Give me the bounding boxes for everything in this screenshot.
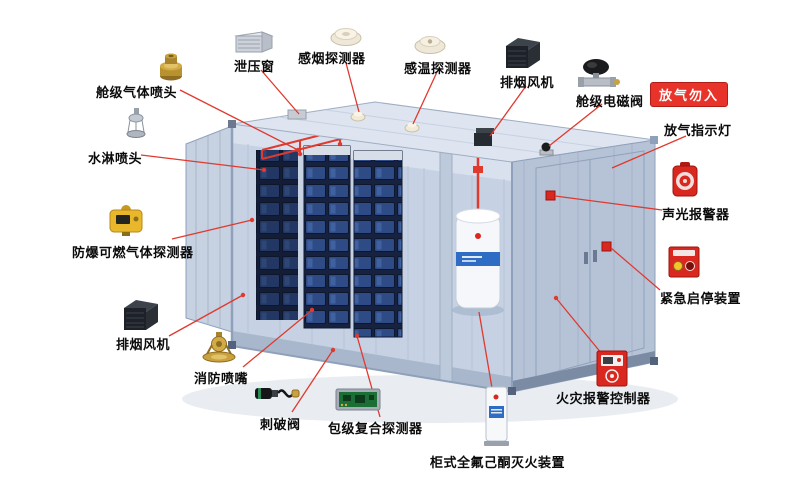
strobe-alarm-icon	[672, 162, 698, 197]
leader-line	[242, 309, 313, 368]
leader-line	[412, 71, 438, 125]
leader-line	[179, 89, 299, 151]
label-cabin-gas-nozzle: 舱级气体喷头	[96, 85, 178, 100]
leader-line	[478, 311, 493, 389]
battery-rack-back	[256, 150, 298, 320]
leader-line	[555, 297, 603, 355]
label-exhaust-fan-left: 排烟风机	[116, 337, 171, 352]
label-gas-release-indicator: 放气指示灯	[664, 123, 732, 138]
exhaust-fan-icon	[124, 300, 158, 330]
leader-line	[554, 195, 663, 211]
container-right-face	[511, 139, 656, 393]
roof-solenoid-valve	[539, 142, 554, 156]
puncture-valve-icon	[255, 388, 300, 399]
indicator-square-alarm	[545, 190, 556, 201]
label-water-spray-nozzle: 水淋喷头	[88, 151, 143, 166]
label-exhaust-fan-roof: 排烟风机	[500, 75, 555, 90]
fire-alarm-panel-icon	[596, 350, 628, 387]
roof-smoke-detector	[350, 111, 366, 122]
label-fire-nozzle: 消防喷嘴	[194, 371, 249, 386]
roof-heat-detector	[404, 122, 420, 133]
label-explosion-proof-gas-detector: 防爆可燃气体探测器	[72, 245, 194, 260]
label-pressure-relief-window: 泄压窗	[234, 59, 275, 74]
roof-exhaust-fan	[474, 128, 494, 146]
open-left-door	[185, 125, 233, 333]
brass-nozzle-icon	[160, 53, 182, 81]
leader-line	[489, 85, 527, 137]
leader-line	[291, 349, 334, 413]
louver-window-icon	[234, 31, 274, 53]
pcb-detector-icon	[335, 388, 381, 411]
leader-line	[168, 294, 244, 337]
leader-line	[345, 62, 360, 113]
heat-detector-icon	[414, 36, 446, 54]
gas-detector-icon	[109, 205, 143, 236]
roof-relief-window	[287, 109, 307, 120]
leader-line	[611, 135, 687, 169]
battery-rack-1	[303, 145, 351, 329]
smoke-detector-icon	[330, 28, 362, 46]
emergency-stop-icon	[668, 246, 700, 278]
label-smoke-detector: 感烟探测器	[298, 51, 366, 66]
gas-release-sign: 放气勿入	[650, 82, 729, 107]
leader-line	[140, 154, 265, 171]
exhaust-fan-icon	[506, 38, 540, 68]
label-cabinet-extinguisher: 柜式全氟己酮灭火装置	[430, 455, 566, 470]
fire-sprinkler-icon	[202, 332, 236, 363]
roof-devices	[287, 109, 554, 156]
indicator-square-estop	[601, 241, 612, 252]
label-cabin-solenoid-valve: 舱级电磁阀	[576, 94, 644, 109]
label-pack-composite-detector: 包级复合探测器	[328, 421, 423, 436]
label-heat-detector: 感温探测器	[404, 61, 472, 76]
frame-edges	[228, 120, 658, 395]
solenoid-valve-icon	[578, 59, 620, 87]
leader-line	[260, 69, 300, 115]
right-door-frame	[535, 150, 645, 378]
label-emergency-start-stop: 紧急启停装置	[660, 291, 742, 306]
extinguisher-cylinder	[452, 208, 504, 316]
leader-line	[610, 247, 661, 291]
ground-shadow	[182, 375, 678, 423]
leader-line	[171, 219, 253, 240]
label-puncture-valve: 刺破阀	[260, 417, 301, 432]
battery-rack-2	[353, 150, 403, 338]
sprinkler-icon	[126, 108, 146, 138]
divider-wall	[439, 151, 453, 383]
label-fire-alarm-controller: 火灾报警控制器	[556, 391, 651, 406]
extinguisher-cabinet-icon	[484, 386, 509, 446]
label-sound-light-alarm: 声光报警器	[662, 207, 730, 222]
leader-line	[548, 103, 603, 147]
